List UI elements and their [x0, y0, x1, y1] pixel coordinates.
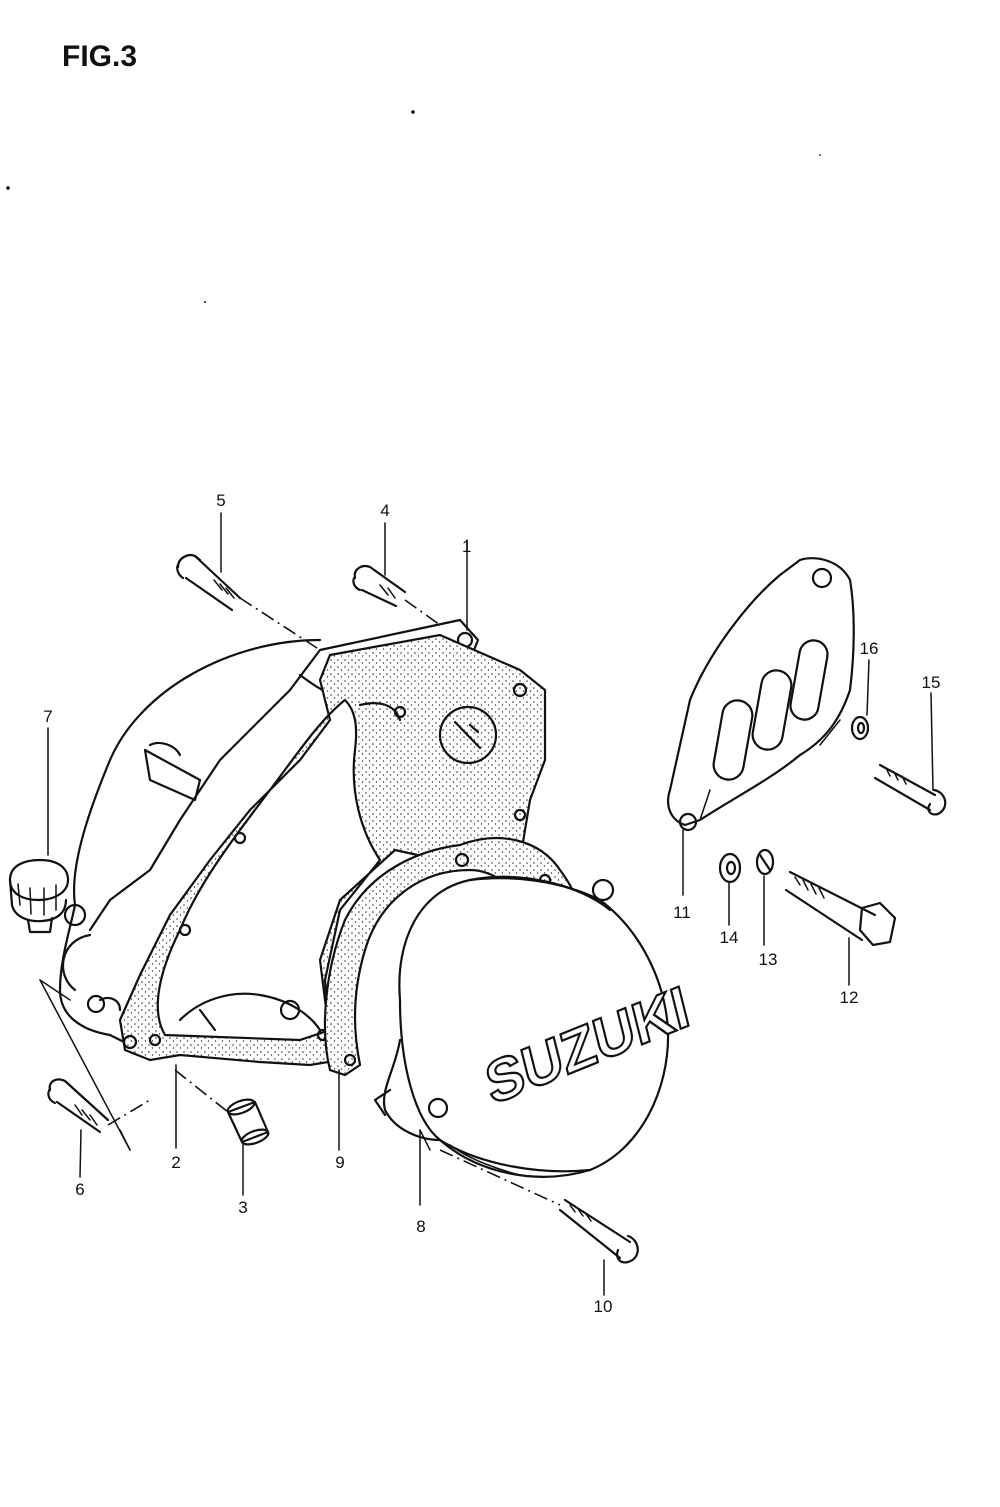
callout-1: 1 [462, 537, 471, 556]
callout-6: 6 [75, 1180, 84, 1199]
callout-3: 3 [238, 1198, 247, 1217]
callout-4: 4 [380, 501, 389, 520]
callout-8: 8 [416, 1217, 425, 1236]
part-7-filler-cap [8, 858, 70, 934]
part-10-bolt [558, 1198, 639, 1264]
callout-13: 13 [759, 950, 778, 969]
callout-11: 11 [673, 903, 691, 922]
callout-7: 7 [43, 707, 52, 726]
part-15-bolt [873, 763, 947, 816]
part-3-dowel [226, 1098, 270, 1146]
part-6-bolt [47, 1078, 110, 1134]
callout-15: 15 [922, 673, 941, 692]
scan-specks [6, 110, 821, 303]
callout-10: 10 [594, 1297, 613, 1316]
callout-5: 5 [216, 491, 225, 510]
leader-lines [47, 512, 934, 1296]
part-12-bolt [784, 870, 897, 947]
guide-lines-part-6 [39, 979, 131, 1151]
callout-12: 12 [840, 988, 859, 1007]
part-8-clutch-cover: SUZUKI [373, 875, 696, 1178]
part-4-bolt [352, 565, 407, 608]
part-14-washer [718, 852, 742, 884]
figure-title: FIG.3 [62, 40, 138, 73]
callout-14: 14 [720, 928, 739, 947]
part-13-washer [755, 848, 775, 876]
part-2-gasket [118, 633, 547, 1067]
part-5-bolt [176, 554, 242, 612]
callout-16: 16 [860, 639, 879, 658]
callout-2: 2 [171, 1153, 180, 1172]
part-11-cover-plate [667, 557, 855, 832]
callout-9: 9 [335, 1153, 344, 1172]
callout-labels: 1 2 3 4 5 6 7 8 9 10 11 12 13 14 15 16 [43, 491, 940, 1316]
part-16-washer [850, 715, 870, 741]
